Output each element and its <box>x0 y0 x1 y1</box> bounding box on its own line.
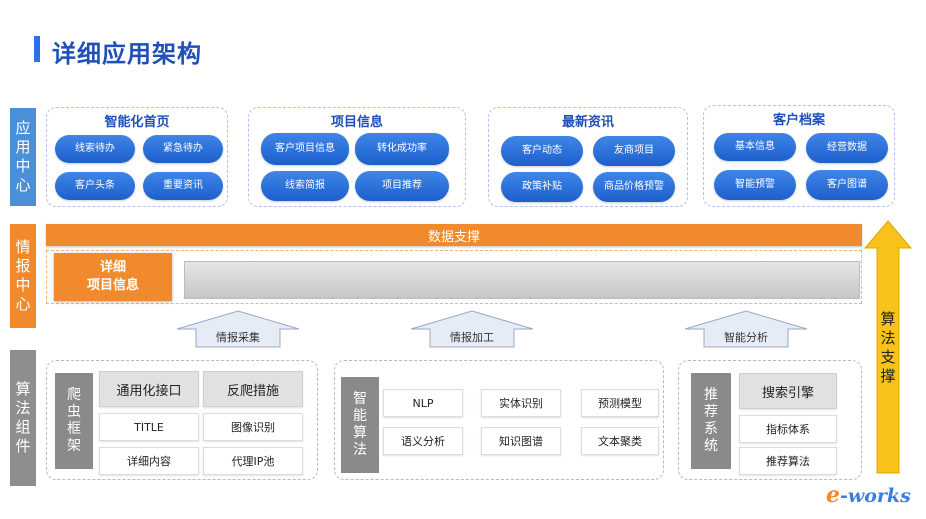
item-pill[interactable]: 政策补贴 <box>501 172 583 202</box>
algorithm-cell[interactable]: 文本聚类 <box>581 427 659 455</box>
app-center-char: 应 <box>15 119 31 137</box>
page-title: 详细应用架构 <box>52 40 202 68</box>
smart-algorithm-label: 智 能 算 法 <box>341 377 379 473</box>
app-center-char: 心 <box>15 176 31 194</box>
alg-components-label: 算 法 组 件 <box>10 350 36 486</box>
info-content-bar <box>184 261 860 299</box>
flow-arrow-process: 情报加工 <box>410 310 534 348</box>
intel-center-char: 报 <box>15 257 31 275</box>
group-title: 项目信息 <box>330 115 383 130</box>
item-pill[interactable]: 线索待办 <box>55 135 135 163</box>
alg-components-char: 件 <box>15 437 31 455</box>
flow-label: 情报加工 <box>450 331 494 344</box>
detail-line2: 项目信息 <box>86 278 139 293</box>
algorithm-cell[interactable]: 实体识别 <box>481 389 561 417</box>
detail-line1: 详细 <box>99 260 126 275</box>
algorithm-cell[interactable]: 语义分析 <box>383 427 463 455</box>
algorithm-cell[interactable]: 预测模型 <box>581 389 659 417</box>
algorithm-cell[interactable]: 知识图谱 <box>481 427 561 455</box>
data-support-bar: 数据支撑 <box>46 224 862 246</box>
recommend-char: 系 <box>704 421 718 437</box>
item-pill[interactable]: 智能预警 <box>714 170 796 200</box>
crawler-label: 爬 虫 框 架 <box>55 373 93 469</box>
recommend-char: 推 <box>704 387 718 403</box>
detail-project-info-box[interactable]: 详细 项目信息 <box>54 253 172 301</box>
smart-alg-char: 智 <box>353 391 367 407</box>
anti-crawl-header[interactable]: 反爬措施 <box>203 371 303 407</box>
app-group-smart-home: 智能化首页 线索待办 紧急待办 客户头条 重要资讯 <box>46 107 228 207</box>
item-pill[interactable]: 重要资讯 <box>143 172 223 200</box>
crawler-framework-group: 爬 虫 框 架 通用化接口 反爬措施 TITLE 图像识别 详细内容 代理IP池 <box>46 360 318 480</box>
intel-center-char: 中 <box>15 276 31 294</box>
search-engine-header[interactable]: 搜索引擎 <box>739 373 837 409</box>
app-center-label: 应 用 中 心 <box>10 108 36 206</box>
flow-arrow-collect: 情报采集 <box>176 310 300 348</box>
flow-label: 智能分析 <box>724 331 768 344</box>
app-center-char: 用 <box>15 138 31 156</box>
item-pill[interactable]: 友商项目 <box>593 136 675 166</box>
item-pill[interactable]: 线索简报 <box>261 171 349 201</box>
support-char: 支 <box>880 348 896 366</box>
app-center-char: 中 <box>15 157 31 175</box>
alg-components-char: 法 <box>15 399 31 417</box>
crawler-char: 框 <box>67 421 81 437</box>
algorithm-support-label: 算 法 支 撑 <box>878 310 898 386</box>
recommend-cell[interactable]: 指标体系 <box>739 415 837 443</box>
item-pill[interactable]: 客户项目信息 <box>261 133 349 165</box>
item-pill[interactable]: 紧急待办 <box>143 135 223 163</box>
support-char: 算 <box>880 310 896 328</box>
item-pill[interactable]: 基本信息 <box>714 133 796 161</box>
support-char: 撑 <box>880 367 896 385</box>
item-pill[interactable]: 经营数据 <box>806 133 888 163</box>
title-accent-bar <box>34 36 40 62</box>
recommend-cell[interactable]: 推荐算法 <box>739 447 837 475</box>
flow-label: 情报采集 <box>216 331 260 344</box>
alg-components-char: 组 <box>15 418 31 436</box>
group-title: 最新资讯 <box>561 115 614 130</box>
support-char: 法 <box>880 329 896 347</box>
recommend-char: 统 <box>704 438 718 454</box>
smart-algorithm-group: 智 能 算 法 NLP 实体识别 预测模型 语义分析 知识图谱 文本聚类 <box>334 360 664 480</box>
generic-interface-header[interactable]: 通用化接口 <box>99 371 199 407</box>
crawler-cell[interactable]: 图像识别 <box>203 413 303 441</box>
eworks-logo: e-works <box>826 482 911 508</box>
item-pill[interactable]: 商品价格预警 <box>593 172 675 202</box>
algorithm-support-arrow-icon <box>864 220 912 474</box>
smart-alg-char: 能 <box>353 408 367 424</box>
item-pill[interactable]: 客户图谱 <box>806 170 888 200</box>
intel-center-char: 情 <box>15 238 31 256</box>
intel-center-label: 情 报 中 心 <box>10 224 36 328</box>
crawler-cell[interactable]: TITLE <box>99 413 199 441</box>
crawler-cell[interactable]: 详细内容 <box>99 447 199 475</box>
recommend-system-group: 推 荐 系 统 搜索引擎 指标体系 推荐算法 <box>678 360 862 480</box>
crawler-char: 虫 <box>67 404 81 420</box>
crawler-char: 架 <box>67 438 81 454</box>
logo-e: e <box>826 482 840 508</box>
flow-arrow-analysis: 智能分析 <box>684 310 808 348</box>
recommend-char: 荐 <box>704 404 718 420</box>
up-arrow-icon <box>176 310 300 348</box>
item-pill[interactable]: 客户头条 <box>55 172 135 200</box>
group-title: 智能化首页 <box>104 115 170 130</box>
recommend-label: 推 荐 系 统 <box>691 373 731 469</box>
logo-text: -works <box>840 485 911 507</box>
intel-center-char: 心 <box>15 295 31 313</box>
alg-components-char: 算 <box>15 380 31 398</box>
app-group-customer-archive: 客户档案 基本信息 经营数据 智能预警 客户图谱 <box>703 105 895 207</box>
app-group-latest-news: 最新资讯 客户动态 友商项目 政策补贴 商品价格预警 <box>488 107 688 207</box>
up-arrow-icon <box>684 310 808 348</box>
app-group-project-info: 项目信息 客户项目信息 转化成功率 线索简报 项目推荐 <box>248 107 466 207</box>
crawler-cell[interactable]: 代理IP池 <box>203 447 303 475</box>
smart-alg-char: 法 <box>353 442 367 458</box>
up-arrow-icon <box>410 310 534 348</box>
crawler-char: 爬 <box>67 387 81 403</box>
algorithm-cell[interactable]: NLP <box>383 389 463 417</box>
item-pill[interactable]: 转化成功率 <box>355 133 449 165</box>
group-title: 客户档案 <box>772 113 825 128</box>
smart-alg-char: 算 <box>353 425 367 441</box>
item-pill[interactable]: 项目推荐 <box>355 171 449 201</box>
item-pill[interactable]: 客户动态 <box>501 136 583 166</box>
